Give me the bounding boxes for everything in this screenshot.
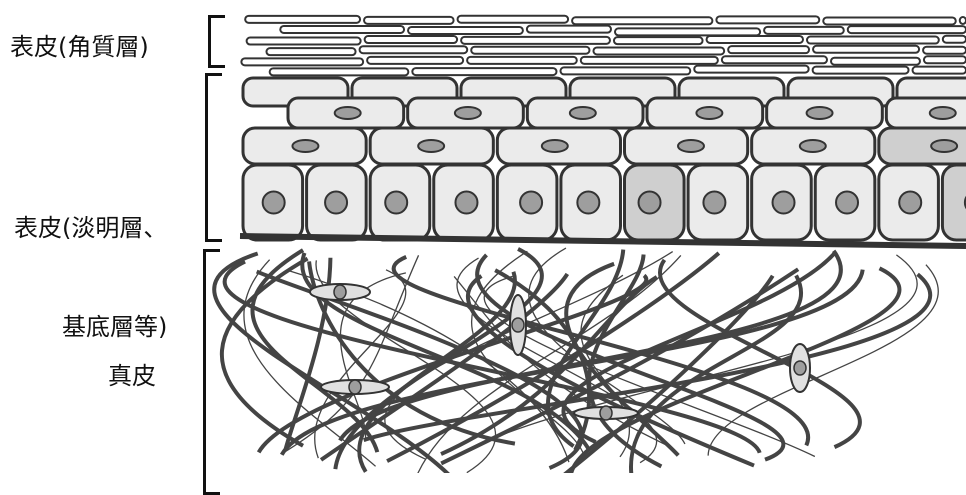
corneum-strip — [241, 58, 363, 65]
fibroblast-nucleus — [512, 318, 524, 332]
fibroblast-nucleus — [600, 406, 612, 420]
corneum-strip — [467, 57, 577, 64]
corneum-strip — [581, 57, 718, 64]
corneum-strip — [694, 66, 808, 73]
cell-nucleus — [292, 140, 318, 152]
dermis-fibers-layer — [214, 248, 938, 473]
cell-nucleus — [836, 192, 858, 214]
corneum-strip — [722, 56, 827, 63]
fibroblast-nucleus — [349, 380, 361, 394]
corneum-strip — [960, 17, 966, 24]
corneum-strip — [848, 26, 966, 33]
corneum-strip — [412, 68, 556, 75]
corneum-strip — [813, 67, 909, 74]
corneum-strip — [364, 17, 454, 24]
corneum-strip — [266, 48, 355, 55]
stratum-corneum-bracket — [208, 15, 225, 68]
corneum-strip — [807, 37, 939, 44]
epidermis-cell — [942, 165, 966, 240]
corneum-strip — [367, 57, 463, 64]
corneum-strip — [943, 36, 966, 43]
stratum-corneum-label: 表皮(角質層) — [10, 31, 149, 63]
corneum-strip — [615, 28, 760, 35]
corneum-strip — [360, 46, 468, 53]
corneum-strip — [823, 17, 956, 24]
cell-nucleus — [385, 192, 407, 214]
epidermis-cells-layer — [243, 78, 966, 240]
skin-cross-section-diagram: 表皮(角質層) 表皮(淡明層、 基底層等) 真皮 — [0, 0, 966, 473]
cell-nucleus — [570, 107, 596, 119]
cell-nucleus — [807, 107, 833, 119]
corneum-strip — [461, 37, 610, 44]
corneum-strip — [270, 68, 409, 75]
corneum-strip — [247, 38, 361, 45]
dermis-fiber — [459, 255, 917, 456]
corneum-strip — [923, 47, 966, 54]
cell-nucleus — [542, 140, 568, 152]
corneum-strip — [527, 26, 611, 33]
corneum-strip — [572, 17, 712, 24]
cell-nucleus — [455, 192, 477, 214]
cell-nucleus — [696, 107, 722, 119]
corneum-strip — [458, 16, 569, 23]
cell-nucleus — [639, 192, 661, 214]
corneum-strip — [924, 56, 966, 63]
epidermis-lower-label-line1: 表皮(淡明層、 — [14, 212, 167, 245]
corneum-strip — [728, 46, 809, 53]
cell-nucleus — [418, 140, 444, 152]
corneum-strip — [560, 67, 690, 74]
fibroblast-nucleus — [334, 285, 346, 299]
corneum-strip — [245, 16, 360, 23]
cell-nucleus — [931, 140, 957, 152]
corneum-strip — [707, 36, 803, 43]
epidermis-lower-bracket — [205, 73, 222, 242]
cell-nucleus — [263, 192, 285, 214]
cell-nucleus — [520, 192, 542, 214]
corneum-strip — [716, 16, 819, 23]
corneum-strip — [913, 67, 966, 74]
cell-nucleus — [335, 107, 361, 119]
dermis-bracket — [203, 249, 220, 495]
corneum-strip — [614, 37, 703, 44]
cell-nucleus — [703, 192, 725, 214]
cell-nucleus — [800, 140, 826, 152]
cell-nucleus — [773, 192, 795, 214]
cell-nucleus — [455, 107, 481, 119]
corneum-strip — [471, 47, 589, 54]
cell-nucleus — [577, 192, 599, 214]
cell-nucleus — [678, 140, 704, 152]
corneum-strip — [408, 27, 523, 34]
corneum-strip — [813, 46, 919, 53]
corneum-strip — [593, 47, 724, 54]
corneum-strip — [365, 36, 457, 43]
corneum-strip — [831, 58, 920, 65]
cell-nucleus — [899, 192, 921, 214]
corneum-strip — [764, 27, 844, 34]
fibroblast-nucleus — [794, 361, 806, 375]
dermis-label: 真皮 — [108, 360, 156, 392]
cell-nucleus — [325, 192, 347, 214]
corneum-strip — [280, 26, 404, 33]
epidermis-lower-label-line2: 基底層等) — [14, 311, 167, 344]
stratum-corneum-layer — [241, 16, 966, 76]
dermis-fiber — [708, 265, 938, 456]
cell-nucleus — [930, 107, 956, 119]
